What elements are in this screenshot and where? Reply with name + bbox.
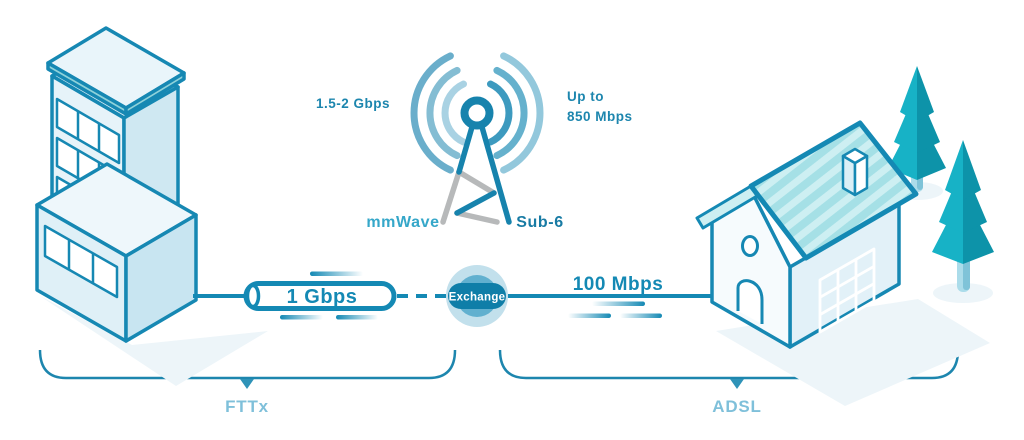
adsl-label: ADSL: [712, 397, 761, 416]
office-building-icon: [35, 26, 198, 343]
house-icon: [695, 120, 919, 349]
fiber-speed-line: [280, 315, 323, 320]
radio-waves-right: [487, 52, 544, 174]
mmwave-label: mmWave: [366, 214, 439, 231]
sub6-label: Sub-6: [516, 214, 563, 231]
adsl-speed-line: [592, 301, 645, 306]
tree-shadow-front: [933, 283, 993, 303]
fttx-brace-pointer: [240, 379, 254, 389]
sub6-speed-label-line2: 850 Mbps: [567, 109, 633, 124]
fttx-brace: [38, 349, 457, 380]
exchange-node-icon: [446, 265, 508, 327]
adsl-brace-pointer: [730, 379, 744, 389]
adsl-brace: [498, 349, 960, 380]
exchange-label: Exchange: [449, 292, 506, 304]
adsl-speed-label: 100 Mbps: [573, 274, 664, 295]
fttx-label: FTTx: [225, 397, 269, 416]
mmwave-speed-label: 1.5-2 Gbps: [316, 96, 390, 111]
fiber-speed-line: [336, 315, 378, 320]
fiber-pipe-icon: [243, 281, 397, 311]
fiber-pipe-label: 1 Gbps: [287, 286, 358, 308]
radio-tower-icon: [440, 96, 512, 225]
adsl-speed-line: [568, 313, 611, 318]
sub6-speed-label-line1: Up to: [567, 89, 604, 104]
building-shadow: [40, 296, 268, 386]
pine-tree-front-icon: [932, 140, 994, 292]
fiber-speed-line: [310, 271, 363, 276]
pine-tree-back-icon: [888, 66, 946, 192]
adsl-speed-line: [620, 313, 662, 318]
radio-waves-left: [410, 52, 467, 174]
